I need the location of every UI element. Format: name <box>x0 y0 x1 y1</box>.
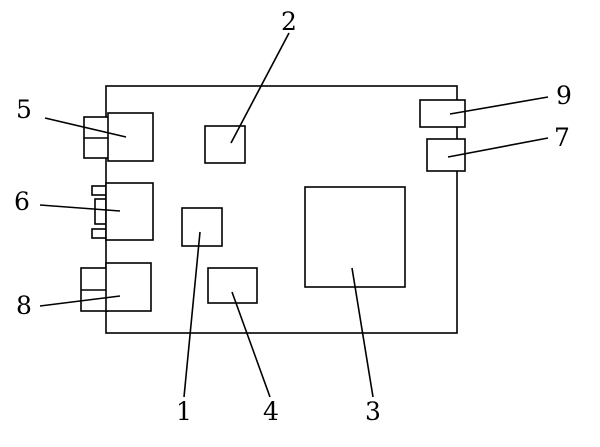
label-1: 1 <box>176 397 192 426</box>
connector-6 <box>91 182 154 241</box>
connector-8 <box>80 262 152 312</box>
connector-5-body <box>107 112 154 162</box>
processor-3 <box>304 186 406 288</box>
leader-line-5 <box>44 117 127 138</box>
connector-6-body <box>105 182 154 241</box>
chip-2 <box>204 125 246 164</box>
label-9: 9 <box>556 81 572 110</box>
label-8: 8 <box>16 291 32 320</box>
label-5: 5 <box>16 95 32 124</box>
connector-8-body <box>105 262 152 312</box>
component-9 <box>419 99 466 128</box>
connector-6-pin-top <box>91 185 107 196</box>
connector-6-pin-bottom <box>91 228 107 239</box>
label-7: 7 <box>554 123 570 152</box>
label-6: 6 <box>14 187 30 216</box>
leader-line-1 <box>183 231 201 398</box>
chip-4 <box>207 267 258 304</box>
connector-5 <box>83 112 154 162</box>
leader-line-6 <box>39 204 121 212</box>
leader-line-8 <box>39 295 121 307</box>
label-3: 3 <box>365 397 381 426</box>
leader-line-2 <box>230 32 290 144</box>
label-2: 2 <box>281 7 297 36</box>
leader-line-9 <box>449 96 549 115</box>
connector-6-pin-mid <box>94 198 107 225</box>
leader-line-4 <box>231 291 271 398</box>
leader-line-7 <box>447 137 549 158</box>
label-4: 4 <box>263 397 279 426</box>
leader-line-3 <box>351 267 374 398</box>
chip-1 <box>181 207 223 247</box>
